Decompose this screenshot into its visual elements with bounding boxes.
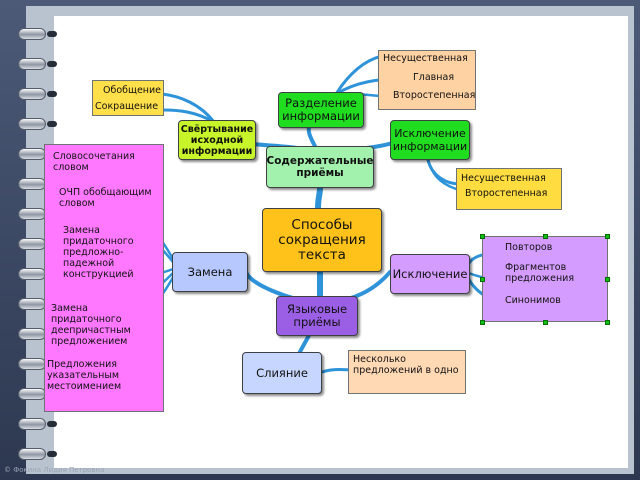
binder-ring xyxy=(18,118,57,130)
replacement-label: Замена xyxy=(187,264,233,279)
replacement-list: Словосочетания словом ОЧП обобщающим сло… xyxy=(44,144,164,412)
merging-list-line: предложений в одно xyxy=(353,365,459,376)
separation-line: Разделение xyxy=(285,96,357,110)
replacement-list-line: придаточного xyxy=(63,236,134,247)
exclusion-label: Исключение xyxy=(392,266,468,281)
replacement-list-item: Предложения указательным местоимением xyxy=(47,359,121,392)
replacement-list-line: Предложения xyxy=(47,359,117,370)
separation-list: Несущественная Главная Второстепенная xyxy=(378,50,476,110)
exclusion-list-line: предложения xyxy=(505,273,575,284)
exclusion-list-line: Фрагментов xyxy=(505,262,567,273)
selection-handle[interactable] xyxy=(605,234,610,239)
separation-node: Разделение информации xyxy=(278,92,364,128)
exclusion-list-item: Фрагментов предложения xyxy=(505,262,574,284)
binder-ring xyxy=(18,58,57,70)
replacement-list-line: словом xyxy=(53,162,89,173)
language-methods-line: приёмы xyxy=(293,315,341,329)
folding-list-item: Обобщение xyxy=(103,85,162,96)
content-methods-line: Содержательные xyxy=(266,155,374,167)
replacement-list-line: падежной xyxy=(63,258,115,269)
binder-ring xyxy=(18,88,57,100)
merging-list-line: Несколько xyxy=(353,354,406,365)
merging-label: Слияние xyxy=(256,365,308,380)
separation-list-item: Главная xyxy=(413,72,455,83)
central-node-line: сокращения xyxy=(278,231,366,248)
language-methods-node: Языковые приёмы xyxy=(276,296,358,336)
exclusion-info-line: Исключение xyxy=(394,127,466,140)
binder-ring xyxy=(18,448,57,460)
exclusion-list: Повторов Фрагментов предложения Синонимо… xyxy=(482,236,608,322)
replacement-list-line: словом xyxy=(59,198,95,209)
binder-ring xyxy=(18,418,57,430)
replacement-list-line: ОЧП обобщающим xyxy=(59,187,152,198)
selection-handle[interactable] xyxy=(543,234,548,239)
central-node-line: Способы xyxy=(291,216,353,233)
replacement-list-line: деепричастным xyxy=(51,325,131,336)
exclusion-list-item: Синонимов xyxy=(505,295,561,306)
exclusion-info-list-item: Несущественная xyxy=(461,173,546,184)
merging-list-item: Несколько предложений в одно xyxy=(353,354,459,376)
replacement-list-line: Замена xyxy=(51,303,88,314)
folding-line: информации xyxy=(181,145,253,157)
folding-node: Свёртывание исходной информации xyxy=(178,120,256,160)
replacement-list-item: Словосочетания словом xyxy=(53,151,135,173)
folding-list: Обобщение Сокращение xyxy=(92,80,164,116)
central-node: Способы сокращения текста xyxy=(262,208,382,272)
content-methods-line: приёмы xyxy=(296,167,344,179)
replacement-list-line: предложно- xyxy=(63,247,124,258)
language-methods-line: Языковые xyxy=(286,302,348,316)
merging-list: Несколько предложений в одно xyxy=(348,350,466,394)
separation-line: информации xyxy=(282,109,360,123)
folding-list-item: Сокращение xyxy=(95,101,159,112)
selection-handle[interactable] xyxy=(480,277,485,282)
replacement-list-line: конструкцией xyxy=(63,269,134,280)
folding-line: Свёртывание xyxy=(180,123,254,135)
selection-handle[interactable] xyxy=(543,320,548,325)
replacement-list-item: Замена придаточного предложно- падежной … xyxy=(63,225,134,280)
exclusion-node: Исключение xyxy=(390,254,470,294)
replacement-list-line: Замена xyxy=(63,225,100,236)
content-methods-node: Содержательные приёмы xyxy=(266,146,374,188)
exclusion-info-list: Несущественная Второстепенная xyxy=(456,168,562,210)
replacement-list-item: ОЧП обобщающим словом xyxy=(59,187,152,209)
replacement-list-line: Словосочетания xyxy=(53,151,135,162)
merging-node: Слияние xyxy=(242,352,322,394)
binder-ring xyxy=(18,28,57,40)
replacement-list-line: местоимением xyxy=(47,381,122,392)
separation-list-item: Второстепенная xyxy=(393,90,476,101)
separation-list-item: Несущественная xyxy=(383,53,468,64)
replacement-list-item: Замена придаточного деепричастным предло… xyxy=(51,303,131,347)
watermark: © Фокина Лидия Петровна xyxy=(4,466,105,474)
exclusion-list-item: Повторов xyxy=(505,242,553,253)
selection-handle[interactable] xyxy=(480,320,485,325)
exclusion-info-list-item: Второстепенная xyxy=(465,188,548,199)
replacement-list-line: указательным xyxy=(47,370,119,381)
exclusion-info-node: Исключение информации xyxy=(390,120,470,160)
central-node-line: текста xyxy=(298,246,346,263)
exclusion-info-line: информации xyxy=(392,140,468,153)
selection-handle[interactable] xyxy=(605,277,610,282)
selection-handle[interactable] xyxy=(605,320,610,325)
replacement-node: Замена xyxy=(172,252,248,292)
replacement-list-line: придаточного xyxy=(51,314,122,325)
replacement-list-line: предложением xyxy=(51,336,128,347)
folding-line: исходной xyxy=(190,134,244,146)
selection-handle[interactable] xyxy=(480,234,485,239)
